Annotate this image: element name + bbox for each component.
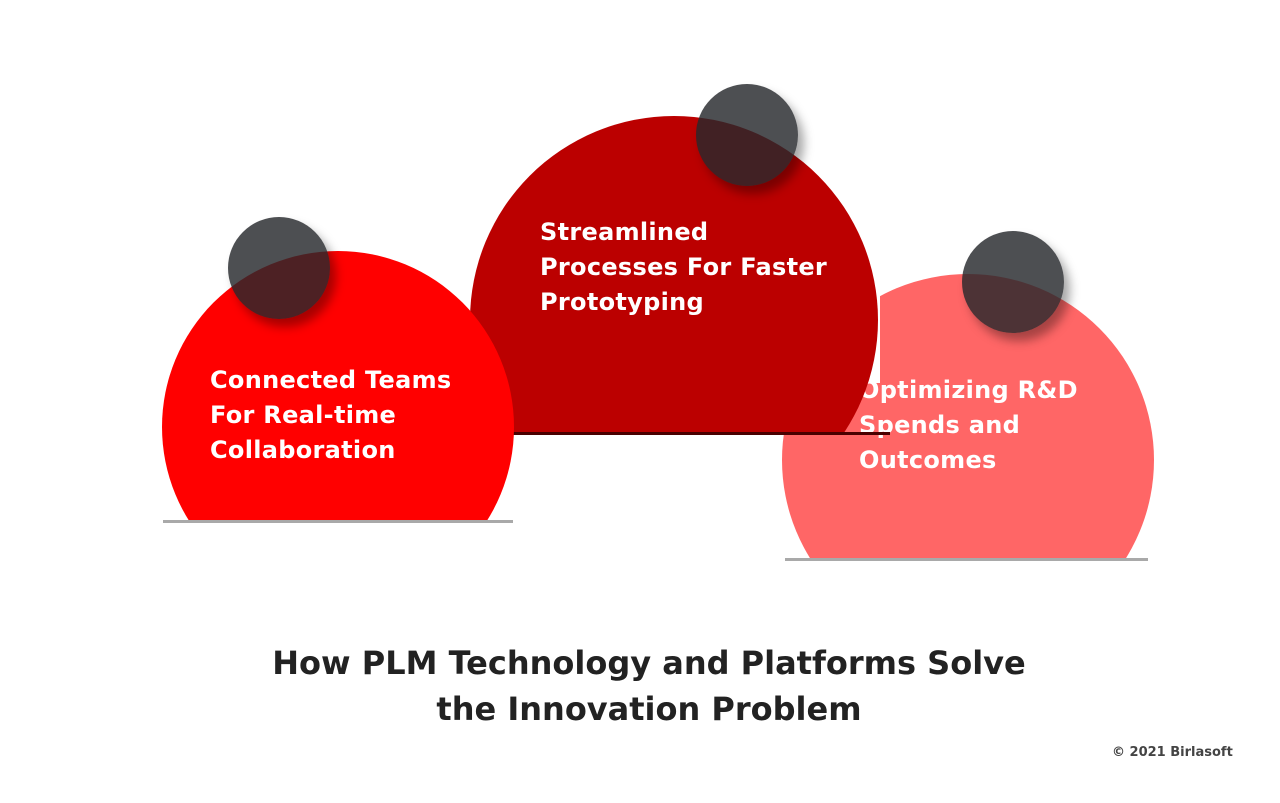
diagram-title: How PLM Technology and Platforms Solve t… <box>0 640 1280 732</box>
title-line-2: the Innovation Problem <box>436 690 862 728</box>
item-1-line-1: Connected Teams <box>210 366 452 394</box>
item-3-line-1: Optimizing R&D <box>859 376 1078 404</box>
item-3-line-3: Outcomes <box>859 446 997 474</box>
item-3-base-line <box>785 558 1148 561</box>
item-1-shape: Connected Teams For Real-time Collaborat… <box>150 240 530 521</box>
item-2-dot-icon <box>696 84 798 186</box>
item-1-line-2: For Real-time <box>210 401 397 429</box>
item-3-dot-icon <box>962 231 1064 333</box>
item-2-line-1: Streamlined <box>540 218 709 246</box>
item-2-line-2: Processes For Faster <box>540 253 828 281</box>
item-1-line-3: Collaboration <box>210 436 396 464</box>
copyright: © 2021 Birlasoft <box>1112 745 1233 760</box>
item-1-base-line <box>163 520 513 523</box>
item-3-line-2: Spends and <box>859 411 1021 439</box>
item-2-line-3: Prototyping <box>540 288 704 316</box>
item-2-shape: Streamlined Processes For Faster Prototy… <box>460 100 890 435</box>
item-1-dot-icon <box>228 217 330 319</box>
title-line-1: How PLM Technology and Platforms Solve <box>272 644 1026 682</box>
